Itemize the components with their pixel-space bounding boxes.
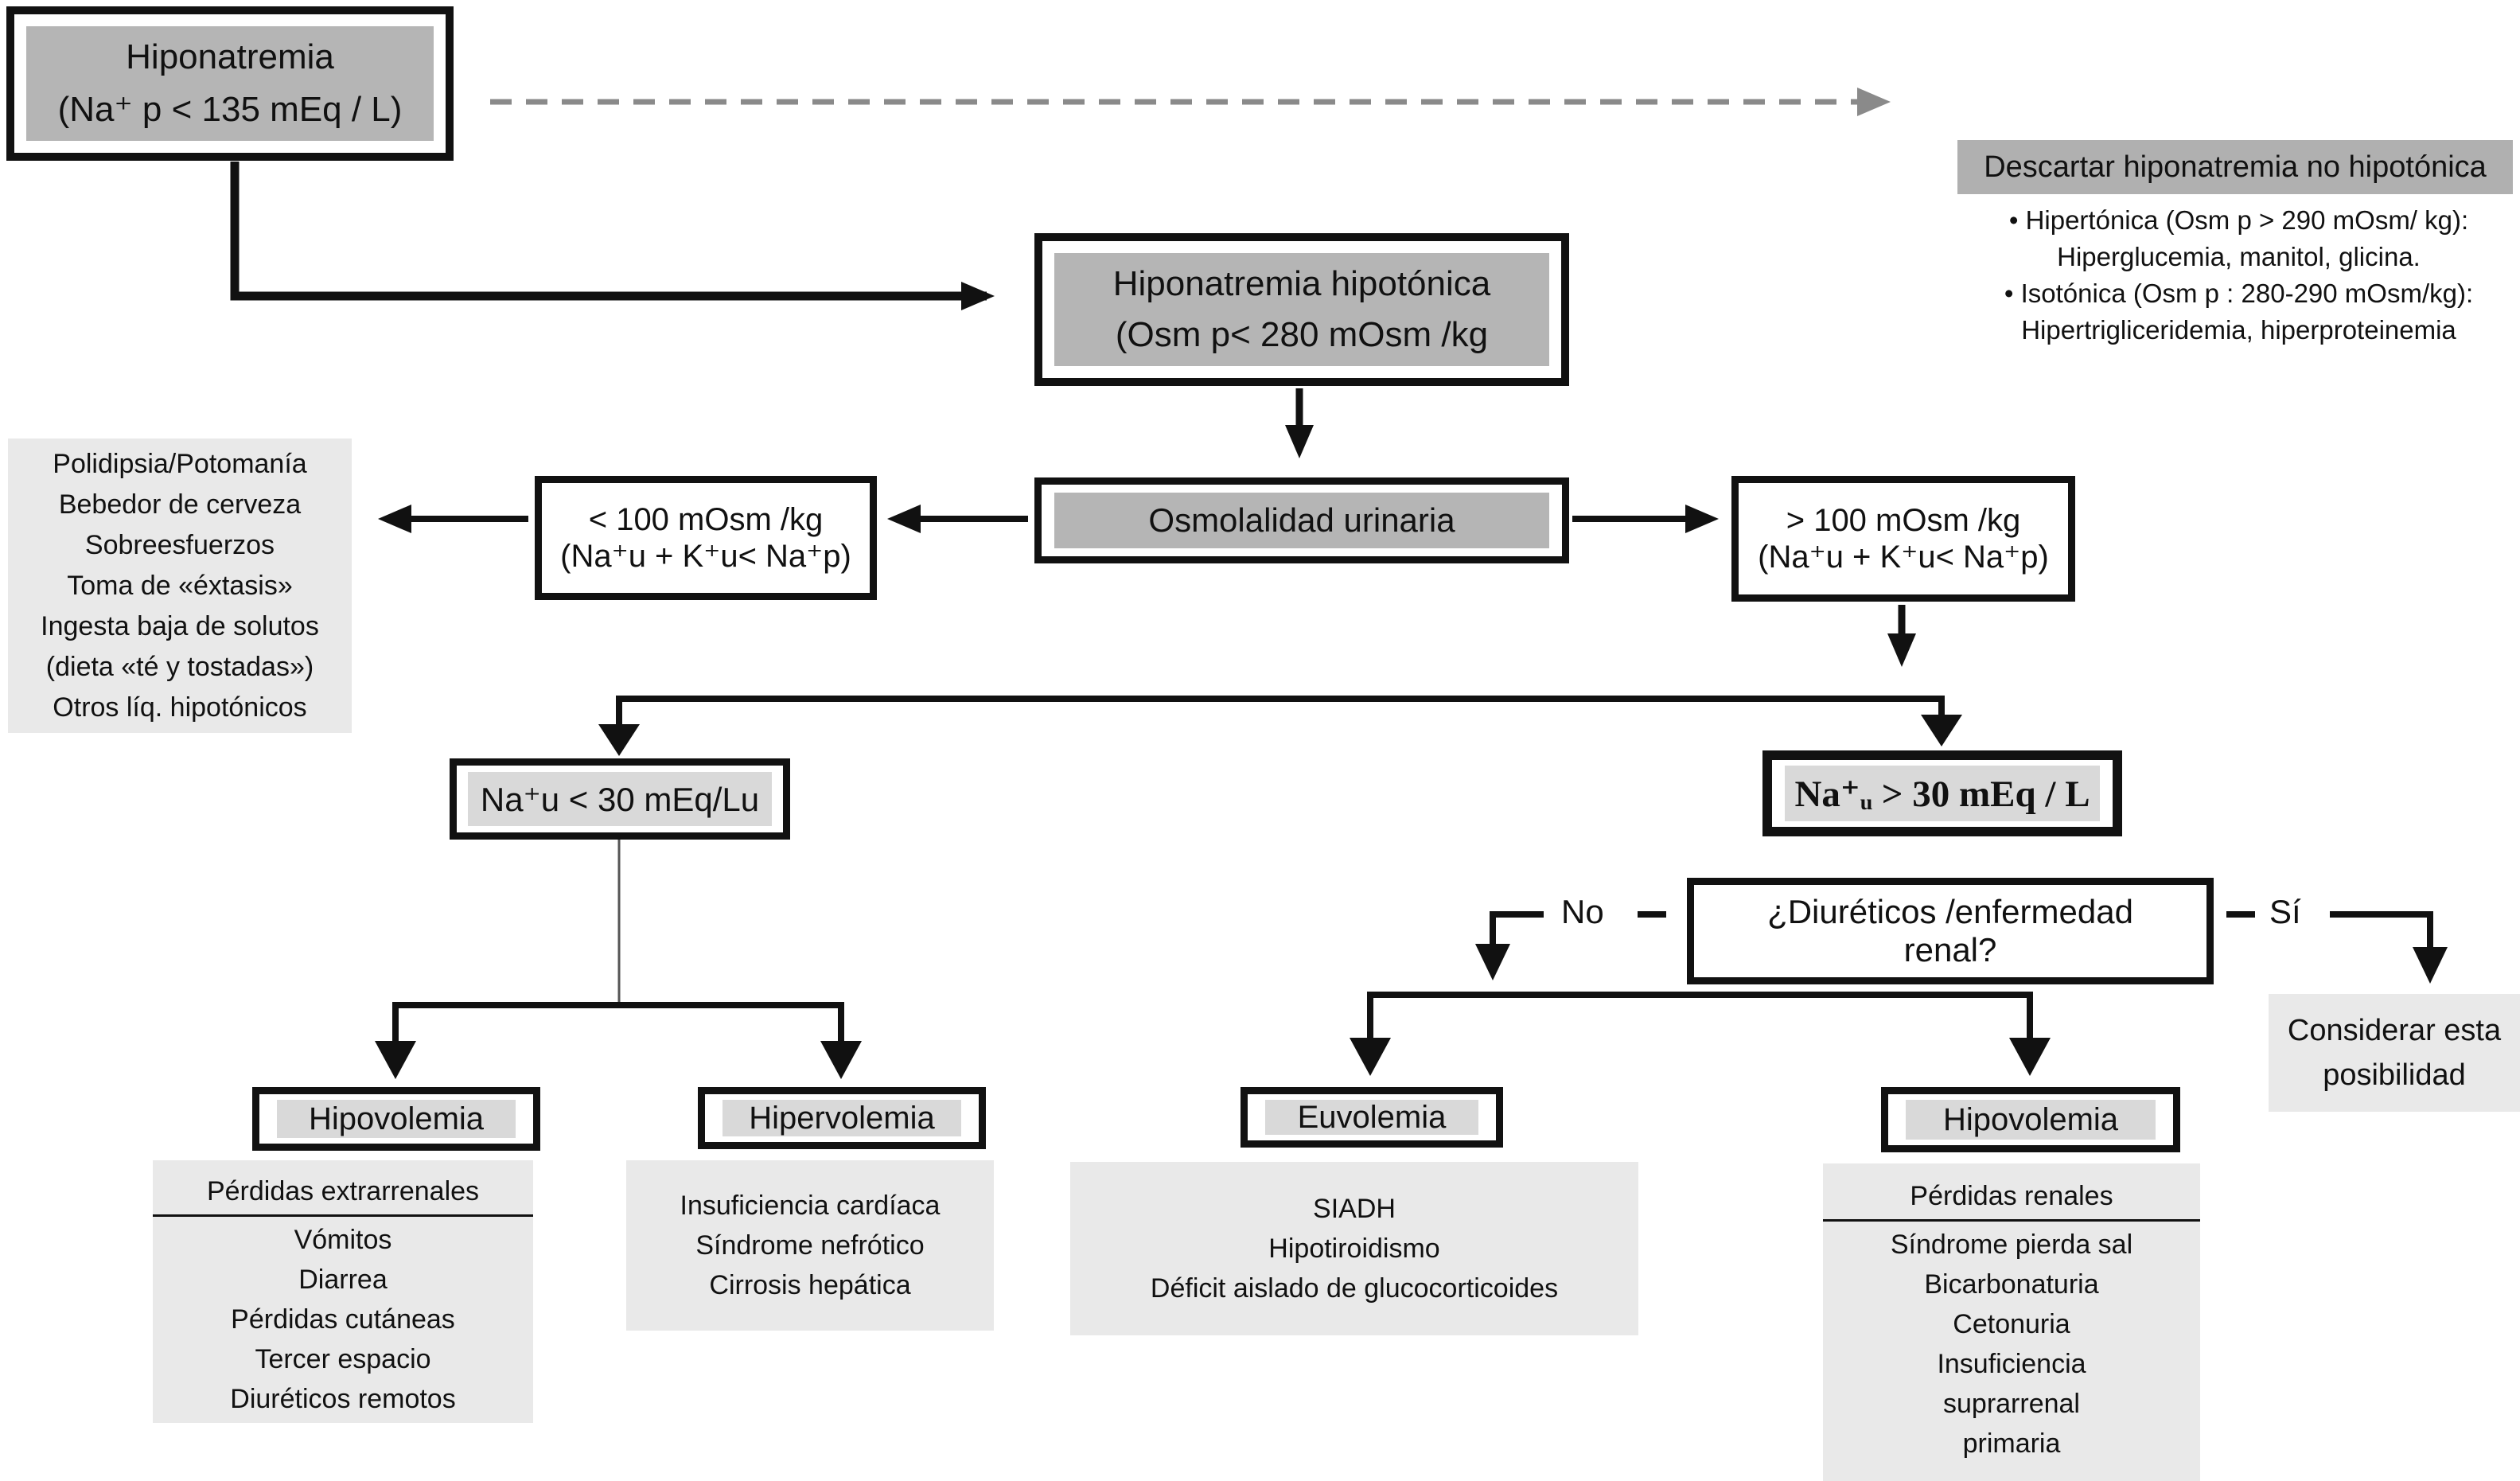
low-solute-cause: Bebedor de cerveza [58, 489, 302, 520]
node-hypervolemia: Hipervolemia [698, 1087, 986, 1149]
arrowhead-to-na-high [1921, 715, 1962, 746]
node-diuretics-question: ¿Diuréticos /enfermedad renal? [1687, 878, 2214, 984]
low-solute-cause: Sobreesfuerzos [84, 529, 275, 560]
renal-loss-item: primaria [1962, 1428, 2061, 1459]
branch-volemia-left [392, 1002, 844, 1044]
branch-sodium [616, 696, 1945, 729]
diuretics-question-line1: ¿Diuréticos /enfermedad [1767, 893, 2133, 930]
node-euvolemia-label: Euvolemia [1265, 1100, 1478, 1135]
rule-out-line: Hiperglucemia, manitol, glicina. [2057, 242, 2421, 271]
consider-line1: Considerar esta [2287, 1014, 2502, 1047]
arrow-no-branch [1490, 911, 1544, 945]
node-urine-osmolality: Osmolalidad urinaria [1034, 477, 1569, 563]
hypervolemia-cause: Síndrome nefrótico [695, 1230, 925, 1261]
node-urine-osmolality-label: Osmolalidad urinaria [1054, 493, 1549, 548]
extrarenal-losses-header: Pérdidas extrarrenales [153, 1171, 533, 1217]
panel-extrarenal-losses: Pérdidas extrarrenales Vómitos Diarrea P… [153, 1160, 533, 1423]
consider-line2: posibilidad [2323, 1058, 2466, 1092]
node-urine-sodium-low-label: Na⁺u < 30 mEq/Lu [468, 772, 772, 826]
extrarenal-loss-item: Vómitos [294, 1225, 392, 1255]
renal-loss-item: Síndrome pierda sal [1890, 1230, 2133, 1260]
node-osm-below-100: < 100 mOsm /kg (Na⁺u + K⁺u< Na⁺p) [535, 476, 877, 600]
panel-renal-losses: Pérdidas renales Síndrome pierda sal Bic… [1823, 1163, 2200, 1481]
node-urine-sodium-high: Na⁺ᵤ > 30 mEq / L [1762, 750, 2122, 836]
extrarenal-loss-item: Tercer espacio [255, 1344, 431, 1374]
node-hypovolemia-renal-label: Hipovolemia [1906, 1100, 2156, 1140]
renal-loss-item: Cetonuria [1953, 1309, 2070, 1339]
euvolemia-cause: Hipotiroidismo [1268, 1234, 1440, 1264]
arrow-start-to-hypotonic [230, 162, 995, 310]
renal-loss-item: Insuficiencia [1937, 1349, 2086, 1379]
node-osm-above-100-line1: > 100 mOsm /kg [1786, 502, 2021, 538]
node-osm-above-100-line2: (Na⁺u + K⁺u< Na⁺p) [1758, 539, 2049, 575]
panel-euvolemia-causes: SIADH Hipotiroidismo Déficit aislado de … [1070, 1162, 1638, 1335]
low-solute-cause: (dieta «té y tostadas») [45, 651, 314, 682]
node-osm-below-100-line2: (Na⁺u + K⁺u< Na⁺p) [560, 538, 851, 574]
rule-out-details: • Hipertónica (Osm p > 290 mOsm/ kg): Hi… [1957, 202, 2520, 349]
renal-losses-header: Pérdidas renales [1823, 1176, 2200, 1222]
rule-out-title-bar: Descartar hiponatremia no hipotónica [1957, 140, 2513, 194]
branch-volemia-right [1367, 992, 2033, 1039]
node-urine-sodium-low: Na⁺u < 30 mEq/Lu [450, 758, 790, 840]
renal-loss-item: suprarrenal [1943, 1389, 2080, 1419]
arrowhead-to-na-low [598, 724, 640, 756]
panel-consider-possibility: Considerar esta posibilidad [2269, 994, 2520, 1112]
node-hyponatremia-title: Hiponatremia [126, 37, 334, 77]
node-hypotonic-hyponatremia: Hiponatremia hipotónica (Osm p< 280 mOsm… [1034, 233, 1569, 386]
euvolemia-cause: Déficit aislado de glucocorticoides [1150, 1273, 1559, 1304]
low-solute-cause: Ingesta baja de solutos [41, 610, 319, 641]
rule-out-line: • Hipertónica (Osm p > 290 mOsm/ kg): [2008, 205, 2469, 235]
hypervolemia-cause: Cirrosis hepática [709, 1270, 911, 1300]
arrowhead-to-hypovolemia1 [375, 1041, 416, 1079]
arrowhead-no [1475, 944, 1510, 980]
node-hypovolemia-renal: Hipovolemia [1881, 1087, 2180, 1152]
rule-out-line: • Isotónica (Osm p : 280-290 mOsm/kg): [2004, 279, 2474, 308]
node-hyponatremia: Hiponatremia (Na⁺ p < 135 mEq / L) [6, 6, 454, 161]
panel-hypervolemia-causes: Insuficiencia cardíaca Síndrome nefrótic… [626, 1160, 994, 1331]
low-solute-cause: Polidipsia/Potomanía [53, 448, 307, 479]
hypervolemia-cause: Insuficiencia cardíaca [680, 1191, 941, 1221]
extrarenal-loss-item: Pérdidas cutáneas [231, 1304, 455, 1335]
node-hypovolemia-extrarenal: Hipovolemia [252, 1087, 540, 1151]
low-solute-cause: Toma de «éxtasis» [67, 570, 293, 601]
arrowhead-yes [2413, 947, 2448, 984]
arrow-yes-branch [2330, 911, 2433, 949]
node-hyponatremia-criteria: (Na⁺ p < 135 mEq / L) [57, 89, 403, 129]
node-euvolemia: Euvolemia [1241, 1087, 1503, 1148]
node-osm-above-100: > 100 mOsm /kg (Na⁺u + K⁺u< Na⁺p) [1731, 476, 2075, 602]
node-osm-below-100-line1: < 100 mOsm /kg [588, 501, 824, 537]
diuretics-question-line2: renal? [1903, 931, 1997, 968]
extrarenal-loss-item: Diuréticos remotos [230, 1384, 456, 1414]
node-hypotonic-title: Hiponatremia hipotónica [1112, 264, 1491, 303]
node-hypovolemia-extrarenal-label: Hipovolemia [277, 1100, 516, 1138]
label-no: No [1561, 893, 1604, 930]
rule-out-line: Hipertrigliceridemia, hiperproteinemia [2021, 315, 2456, 345]
rule-out-title: Descartar hiponatremia no hipotónica [1984, 150, 2487, 184]
arrowhead-to-euvolemia [1350, 1038, 1391, 1076]
euvolemia-cause: SIADH [1313, 1194, 1396, 1224]
node-hypotonic-criteria: (Osm p< 280 mOsm /kg [1115, 315, 1489, 354]
arrowhead-to-hypervolemia [820, 1041, 862, 1079]
renal-loss-item: Bicarbonaturia [1924, 1269, 2099, 1300]
extrarenal-loss-item: Diarrea [298, 1265, 388, 1295]
node-urine-sodium-high-label: Na⁺ᵤ > 30 mEq / L [1785, 766, 2100, 821]
panel-low-solute-causes: Polidipsia/Potomanía Bebedor de cerveza … [8, 438, 352, 733]
low-solute-cause: Otros líq. hipotónicos [53, 692, 307, 723]
node-hypervolemia-label: Hipervolemia [723, 1100, 961, 1136]
arrowhead-to-hypovolemia2 [2009, 1038, 2051, 1076]
label-yes: Sí [2269, 893, 2301, 930]
